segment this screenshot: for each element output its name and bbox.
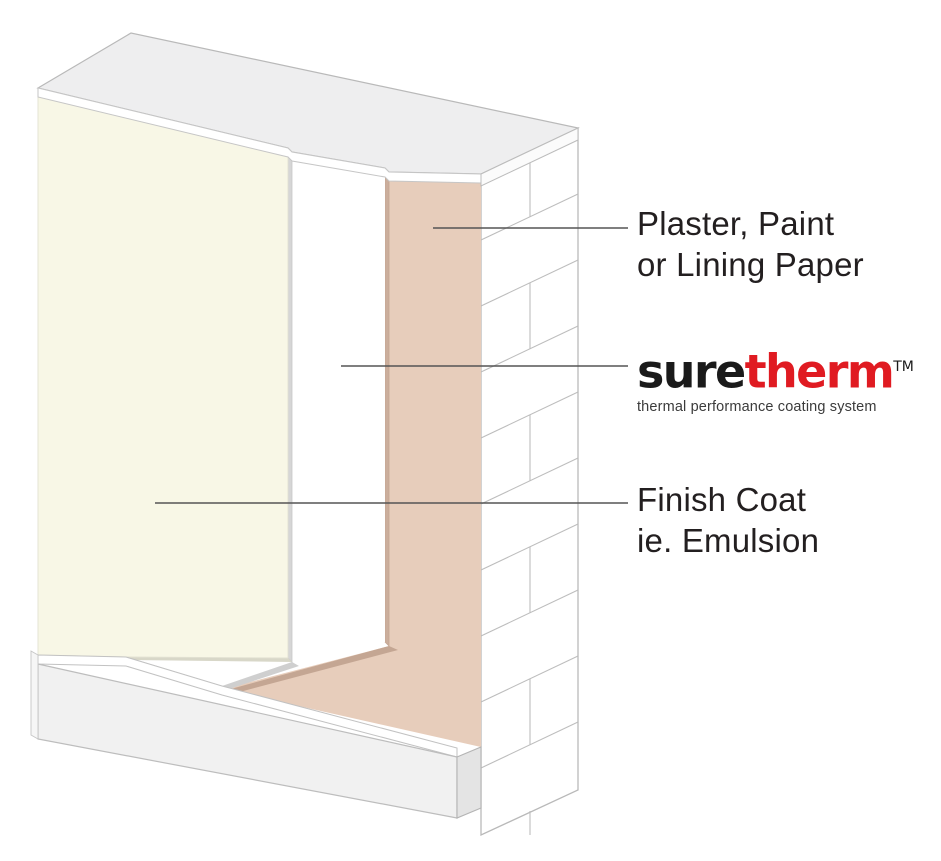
wall-top-face [36,32,580,187]
callout-leader-lines [155,227,628,504]
suretherm-step-edge [222,662,299,690]
skirting-left-return [30,650,39,740]
brick-perpends [529,151,579,835]
logo-trademark-symbol: TM [893,359,914,375]
skirting-right-return [456,746,482,819]
callout-label-finish: Finish Coat ie. Emulsion [637,481,820,559]
logo-tagline: thermal performance coating system [637,399,877,416]
finish-coat-face [38,88,288,658]
skirting-board [30,650,482,819]
suretherm-left-edge [288,148,292,662]
plaster-step-edge [227,646,398,694]
logo-word-sure: sure [637,344,746,399]
plaster-face [227,172,481,747]
finish-coat-step-edge [126,657,292,662]
finish-coat-layer [37,87,292,662]
suretherm-logo: surethermTM thermal performance coating … [637,344,914,415]
suretherm-face [222,152,385,686]
top-cap-right-return [480,127,579,187]
logo-word-therm: therm [744,344,895,399]
plaster-left-edge [385,168,389,646]
callout-label-plaster: Plaster, Paint or Lining Paper [637,205,864,283]
masonry-brick-layer [480,126,579,837]
logo-wordmark: surethermTM [637,344,914,394]
